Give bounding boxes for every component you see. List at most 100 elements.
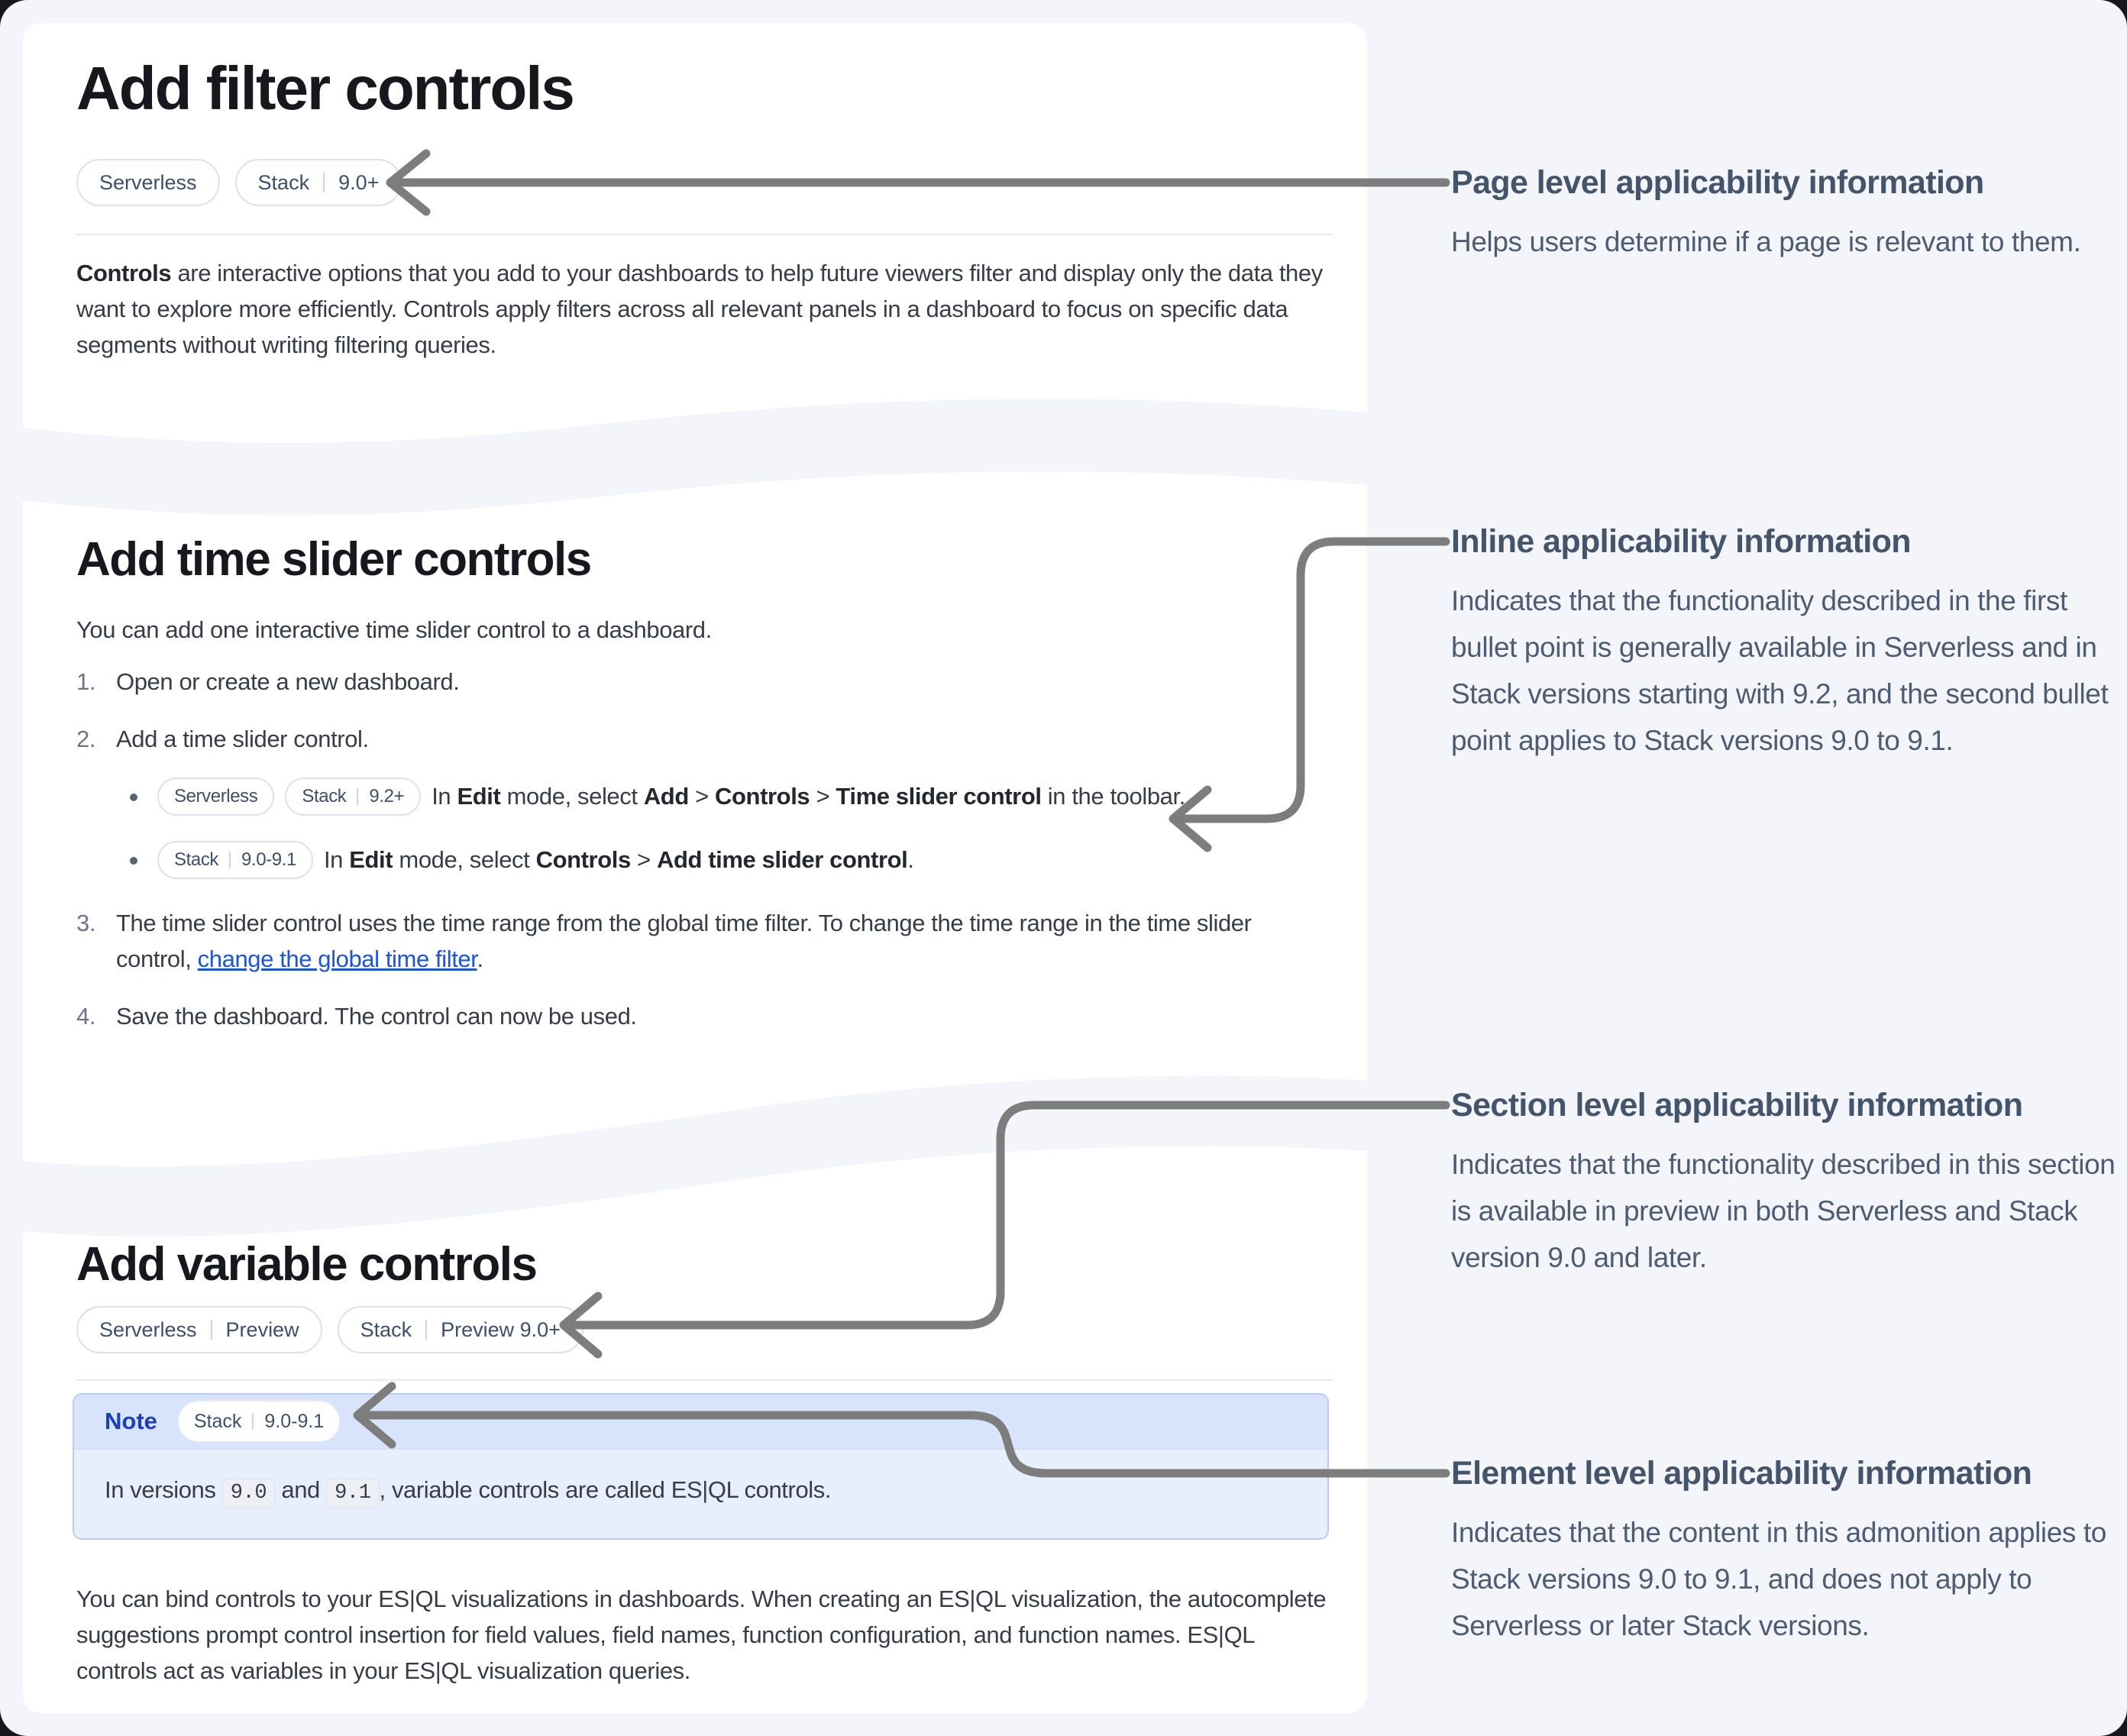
- text-link[interactable]: change the global time filter: [197, 945, 477, 972]
- badge-divider: [229, 851, 231, 868]
- bullet-icon: [130, 856, 137, 865]
- section-title: Add time slider controls: [76, 533, 592, 586]
- step-number: 2.: [76, 726, 96, 752]
- text-run: In: [323, 845, 350, 873]
- bold-text: Edit: [457, 783, 501, 810]
- list-item: Stack 9.0-9.1 In Edit mode, select Control…: [130, 840, 1333, 881]
- section-applicability-badges: Serverless Preview Stack Preview 9.0+: [76, 1306, 1333, 1353]
- text-run: mode, select: [500, 783, 644, 810]
- text-run: >: [630, 845, 657, 873]
- badge-segment: Stack: [257, 170, 310, 194]
- bold-text: Controls: [715, 783, 810, 810]
- badge-segment: Serverless: [99, 1317, 197, 1341]
- text-run: and: [275, 1476, 327, 1503]
- applicability-badge: Stack 9.0+: [234, 159, 402, 206]
- badge-segment: Serverless: [99, 170, 197, 194]
- text-run: .: [477, 945, 483, 972]
- note-admonition: Note Stack 9.0-9.1 In versions 9.0 and 9.…: [73, 1393, 1329, 1540]
- bold-text: Add: [643, 783, 689, 810]
- text-run: are interactive options that you add to …: [76, 260, 1323, 358]
- annotation-title: Section level applicability information: [1451, 1087, 2023, 1123]
- annotation-body: Indicates that the functionality describ…: [1451, 1149, 2116, 1273]
- badge-segment: Preview 9.0+: [441, 1317, 561, 1341]
- step-text: The time slider control uses the time ra…: [116, 905, 1292, 977]
- applicability-badge: Stack 9.0-9.1: [176, 1400, 341, 1443]
- badge-segment: 9.0-9.1: [264, 1410, 325, 1432]
- annotation-body: Indicates that the functionality describ…: [1451, 585, 2109, 756]
- ordered-step: 4. Save the dashboard. The control can no…: [76, 998, 1333, 1034]
- ordered-step: 1. Open or create a new dashboard.: [76, 664, 1333, 700]
- badge-divider: [357, 787, 359, 805]
- bold-text: Add time slider control: [656, 845, 908, 873]
- annotation-title: Page level applicability information: [1451, 164, 1984, 201]
- inline-code: 9.1: [326, 1479, 380, 1508]
- text-run: In versions: [105, 1476, 222, 1503]
- badge-segment: Preview: [225, 1317, 299, 1341]
- applicability-badge: Stack Preview 9.0+: [337, 1306, 583, 1353]
- text-run: , variable controls are called ES|QL con…: [379, 1476, 832, 1503]
- text-run: In: [432, 783, 457, 810]
- badge-segment: Serverless: [174, 785, 258, 807]
- divider: [76, 1379, 1333, 1381]
- note-label: Note: [105, 1408, 157, 1434]
- section-add-time-slider-controls: Add time slider controls You can add one…: [76, 531, 1333, 1056]
- text-run: mode, select: [393, 845, 536, 873]
- bullet-text: Stack 9.0-9.1 In Edit mode, select Control…: [157, 840, 914, 881]
- text-run: >: [810, 783, 836, 810]
- annotation-body: Indicates that the content in this admon…: [1451, 1517, 2106, 1641]
- badge-segment: 9.2+: [369, 785, 405, 807]
- badge-divider: [252, 1413, 254, 1430]
- text-run: in the toolbar.: [1041, 783, 1186, 810]
- variable-controls-paragraph: You can bind controls to your ES|QL visu…: [76, 1586, 1327, 1684]
- bold-text: Time slider control: [836, 783, 1042, 810]
- badge-segment: Stack: [193, 1410, 242, 1432]
- step-number: 4.: [76, 1002, 96, 1030]
- ordered-step: 2. Add a time slider control.: [76, 721, 1333, 757]
- note-applicability-badge: Stack 9.0-9.1: [157, 1400, 341, 1443]
- annotation-inline-level: Inline applicability information Indicat…: [1451, 521, 2127, 764]
- bold-text: Controls: [535, 845, 632, 873]
- text-run: Add a time slider control.: [116, 726, 369, 752]
- text-run: >: [688, 783, 716, 810]
- note-admonition-header: Note Stack 9.0-9.1: [74, 1395, 1327, 1448]
- badge-segment: 9.0+: [338, 170, 380, 194]
- applicability-badge: Stack 9.2+: [285, 777, 422, 816]
- badge-divider: [425, 1320, 428, 1340]
- badge-segment: Stack: [360, 1317, 412, 1341]
- bold-text: Edit: [349, 845, 393, 873]
- step-text: Save the dashboard. The control can now …: [116, 998, 1292, 1034]
- annotation-section-level: Section level applicability information …: [1451, 1085, 2127, 1281]
- page-applicability-badges: Serverless Stack 9.0+: [76, 159, 1333, 206]
- applicability-badge: Serverless: [157, 777, 275, 816]
- inline-code: 9.0: [221, 1479, 276, 1508]
- divider: [76, 234, 1333, 235]
- ordered-steps: 1. Open or create a new dashboard. 2. Add a…: [76, 664, 1333, 1034]
- intro-paragraph: Controls are interactive options that yo…: [76, 255, 1329, 363]
- annotation-title: Element level applicability information: [1451, 1455, 2032, 1492]
- badge-divider: [323, 173, 325, 192]
- applicability-badge: Serverless Preview: [76, 1306, 322, 1353]
- badge-segment: Stack: [174, 849, 219, 870]
- ordered-step: 3. The time slider control uses the time …: [76, 905, 1333, 977]
- bold-text: Controls: [76, 260, 172, 286]
- badge-divider: [210, 1320, 212, 1340]
- annotation-title: Inline applicability information: [1451, 523, 1912, 560]
- badge-segment: 9.0-9.1: [241, 849, 296, 870]
- annotation-element-level: Element level applicability information …: [1451, 1453, 2127, 1649]
- page-title: Add filter controls: [76, 54, 575, 122]
- step-text: Add a time slider control.: [116, 721, 1292, 757]
- step-number: 1.: [76, 668, 96, 695]
- step-text: Open or create a new dashboard.: [116, 664, 1292, 700]
- section-title: Add variable controls: [76, 1238, 538, 1291]
- section-intro: You can add one interactive time slider …: [76, 616, 712, 643]
- applicability-badge: Stack 9.0-9.1: [157, 840, 313, 879]
- badge-segment: Stack: [302, 785, 347, 807]
- step-number: 3.: [76, 909, 96, 936]
- annotation-page-level: Page level applicability information Hel…: [1451, 162, 2127, 265]
